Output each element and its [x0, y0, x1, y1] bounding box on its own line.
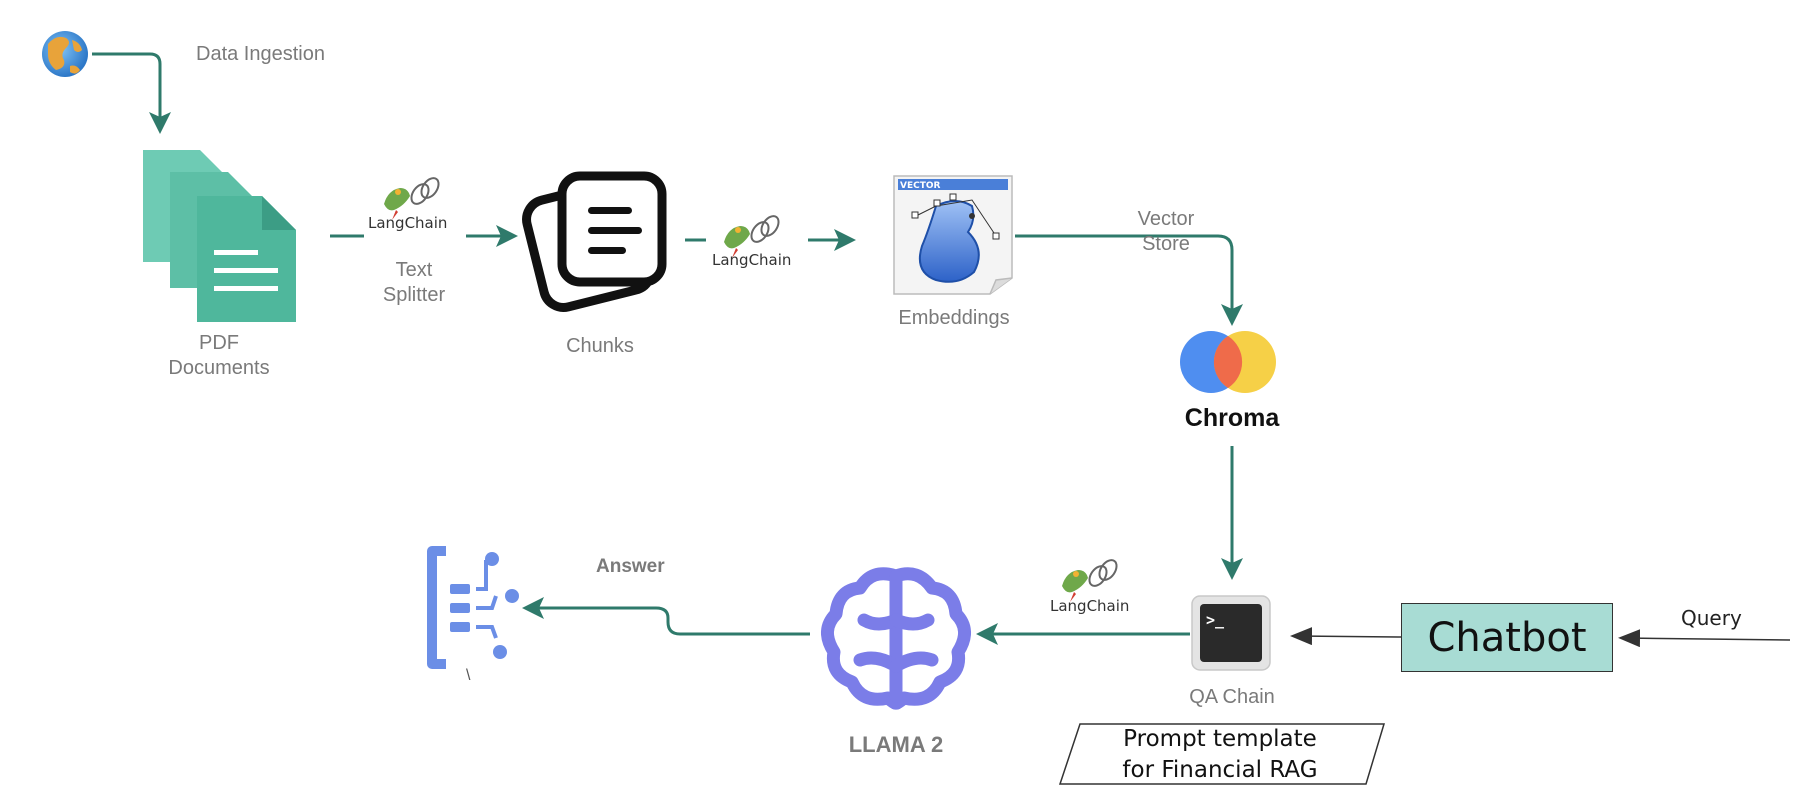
text-splitter-line1: Text — [395, 259, 433, 281]
pdf-label-line1: PDF — [199, 332, 239, 354]
chroma-label: Chroma — [1184, 404, 1280, 432]
chunks-label: Chunks — [566, 335, 634, 357]
query-arrow — [1618, 629, 1791, 648]
pdf-documents-icon — [143, 150, 296, 322]
prompt-template-shape — [1058, 723, 1386, 785]
globe-icon — [42, 31, 88, 77]
langchain-parrot-icon — [1062, 559, 1118, 602]
chunks-icon — [522, 171, 667, 312]
vector-store-arrow — [1015, 234, 1243, 326]
answer-label: Answer — [596, 556, 665, 577]
text-splitter-label: Text Splitter — [370, 258, 458, 308]
query-label: Query — [1681, 606, 1742, 630]
vector-store-line2: Store — [1142, 233, 1190, 255]
vector-embeddings-icon: VECTOR — [893, 175, 1013, 295]
text-splitter-line2: Splitter — [382, 284, 446, 306]
langchain-label: LangChain — [712, 251, 792, 269]
answer-mark: \ — [466, 667, 471, 684]
langchain-parrot-icon — [724, 215, 780, 258]
brain-icon — [821, 567, 971, 710]
chatbot-to-qa-arrow — [1290, 627, 1402, 646]
qa-chain-label: QA Chain — [1189, 686, 1275, 708]
terminal-prompt-text: >_ — [1206, 611, 1225, 629]
answer-icon — [427, 546, 519, 669]
vector-store-line1: Vector — [1137, 208, 1195, 230]
ingestion-arrow — [92, 52, 171, 134]
chatbot-button[interactable]: Chatbot — [1401, 603, 1613, 672]
pdf-label-line2: Documents — [168, 357, 270, 379]
chroma-logo-icon — [1180, 331, 1276, 393]
prompt-line2: for Financial RAG — [1122, 757, 1318, 783]
langchain-label: LangChain — [1050, 597, 1130, 615]
pdf-documents-label: PDF Documents — [158, 331, 280, 381]
llama-label: LLAMA 2 — [848, 732, 944, 757]
prompt-line1: Prompt template — [1123, 726, 1317, 752]
answer-arrow — [522, 597, 810, 636]
vector-badge-text: VECTOR — [900, 181, 941, 191]
vector-store-label: Vector Store — [1120, 207, 1212, 257]
terminal-icon: >_ — [1191, 595, 1271, 671]
langchain-parrot-icon — [384, 177, 440, 220]
data-ingestion-label: Data Ingestion — [196, 43, 325, 65]
prompt-template-label: Prompt template for Financial RAG — [1070, 724, 1370, 786]
chatbot-label: Chatbot — [1427, 614, 1587, 661]
langchain-label: LangChain — [368, 214, 448, 232]
embeddings-label: Embeddings — [898, 307, 1010, 329]
